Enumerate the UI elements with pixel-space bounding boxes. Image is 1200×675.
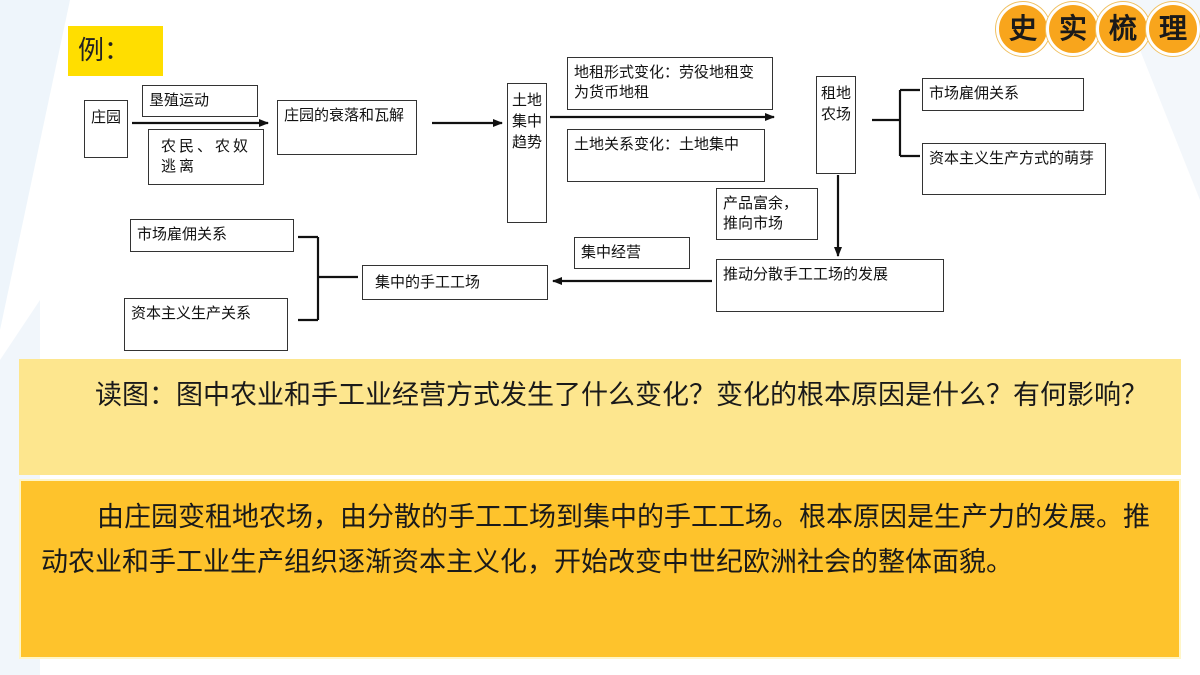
node-capitalist-relations: 资本主义生产关系 xyxy=(124,298,288,351)
answer-panel: 由庄园变租地农场，由分散的手工工场到集中的手工工场。根本原因是生产力的发展。推动… xyxy=(19,479,1181,659)
node-market-hire-top: 市场雇佣关系 xyxy=(922,78,1084,111)
node-centralized-operation: 集中经营 xyxy=(574,237,690,269)
node-capitalist-mode-sprout: 资本主义生产方式的萌芽 xyxy=(922,143,1106,195)
badge-shu: 梳 xyxy=(1096,2,1150,56)
node-reclamation: 垦殖运动 xyxy=(142,85,258,117)
example-label: 例： xyxy=(68,26,163,76)
node-peasants-flee: 农民、农奴逃离 xyxy=(148,129,264,185)
node-market-hire-bottom: 市场雇佣关系 xyxy=(130,219,294,252)
node-manor-decline: 庄园的衰落和瓦解 xyxy=(277,100,417,155)
node-dispersed-workshop: 推动分散手工工场的发展 xyxy=(716,259,944,312)
badge-shi2: 实 xyxy=(1046,2,1100,56)
node-surplus-to-market: 产品富余，推向市场 xyxy=(716,188,818,240)
node-land-relation-change: 土地关系变化：土地集中 xyxy=(567,129,765,182)
node-manor: 庄园 xyxy=(84,100,128,158)
node-rent-form-change: 地租形式变化：劳役地租变为货币地租 xyxy=(567,57,773,110)
badge-li: 理 xyxy=(1146,2,1200,56)
node-rental-farm: 租地农场 xyxy=(816,76,856,174)
node-land-concentration: 土地集中趋势 xyxy=(507,83,547,223)
question-panel: 读图：图中农业和手工业经营方式发生了什么变化？变化的根本原因是什么？有何影响？ xyxy=(19,359,1181,475)
node-centralized-workshop: 集中的手工工场 xyxy=(362,265,548,300)
